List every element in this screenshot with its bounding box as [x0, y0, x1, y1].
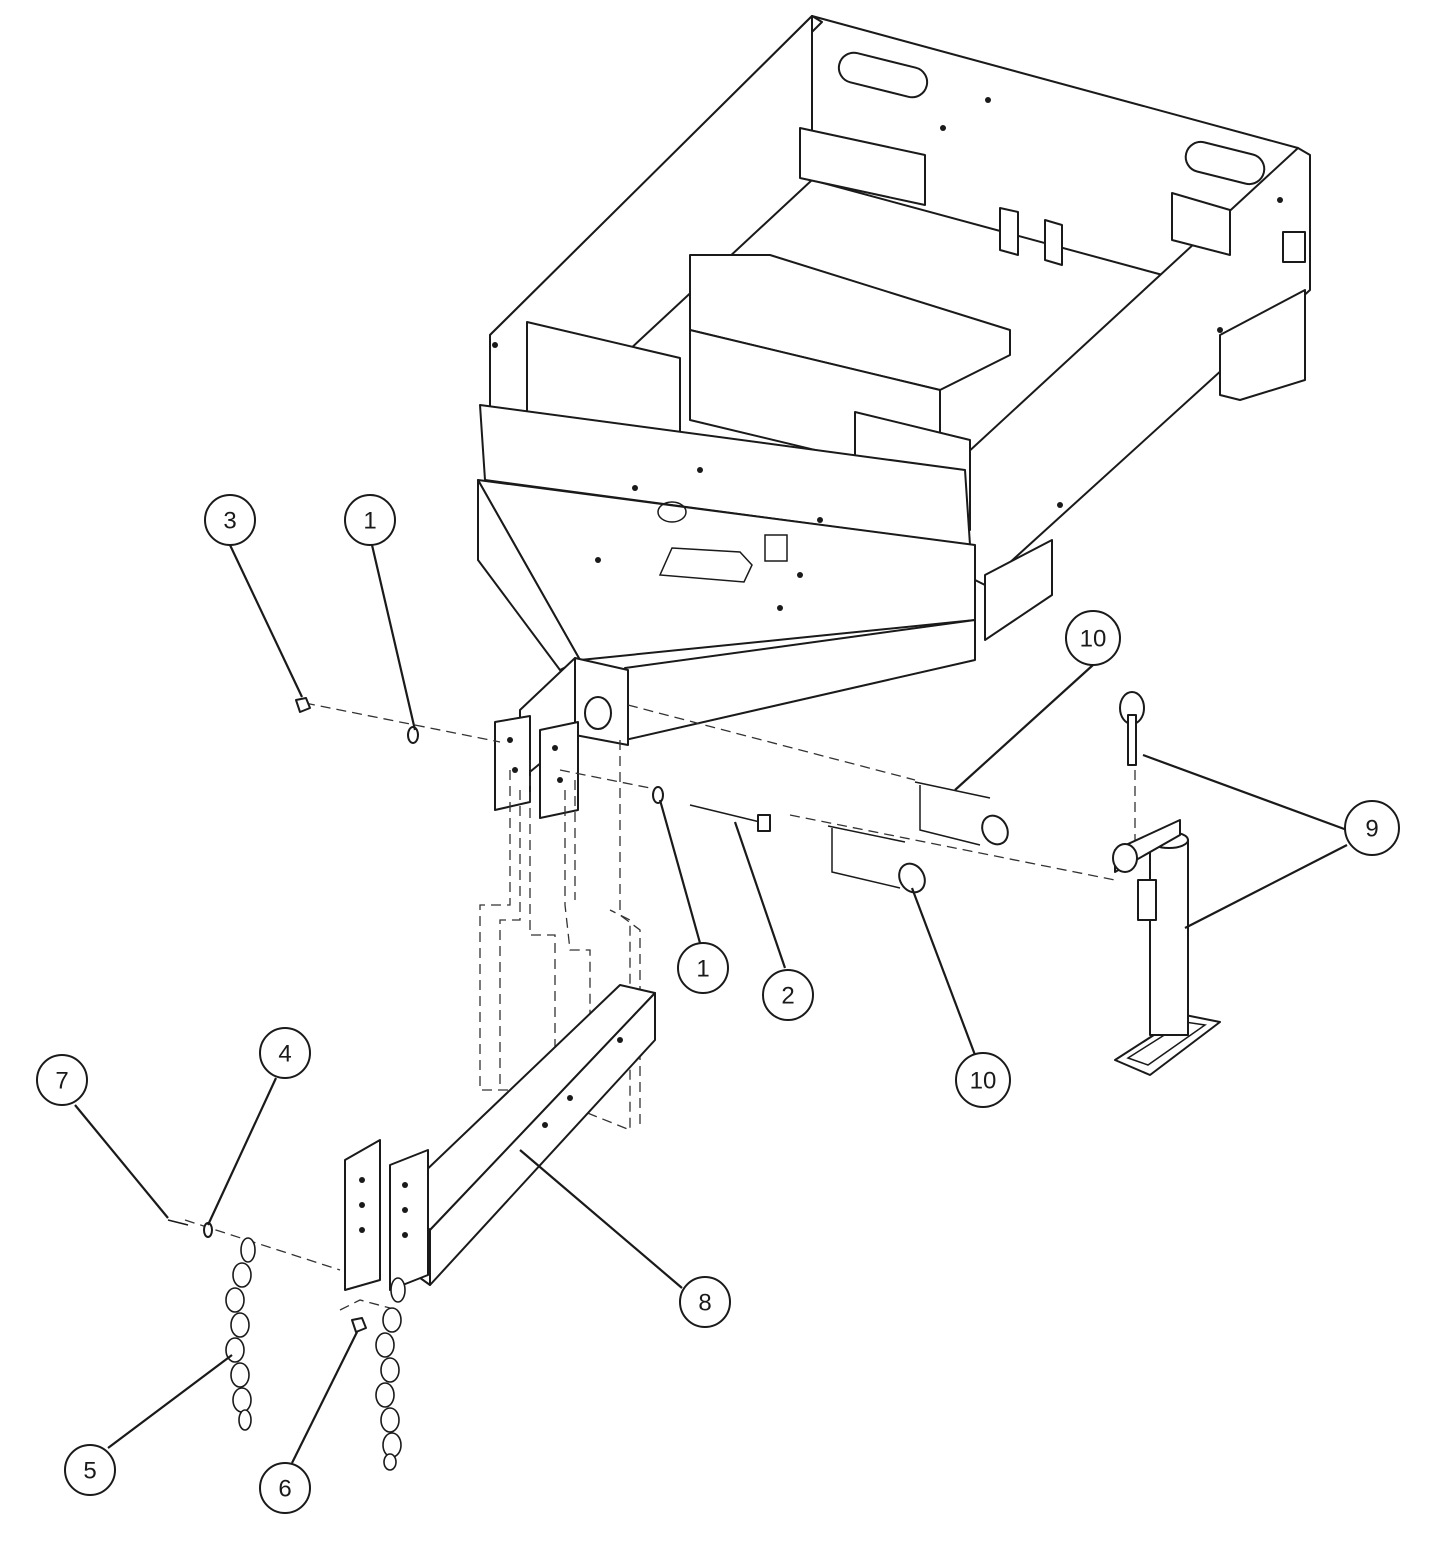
- extension-plate-left: [344, 1139, 381, 1291]
- callout-8: 8: [679, 1276, 731, 1328]
- leader-lines: [74, 544, 1348, 1464]
- callout-label: 10: [1080, 626, 1107, 653]
- tongue-left-arm: [477, 479, 581, 671]
- hex-bolt: [689, 804, 771, 832]
- jack-pin: [1127, 714, 1137, 766]
- washer-lower: [652, 786, 664, 804]
- right-rear-box: [1219, 289, 1306, 401]
- callout-9: 9: [1344, 800, 1400, 856]
- tongue-tab: [764, 534, 788, 562]
- callout-2: 2: [762, 969, 814, 1021]
- receiver-pin-hole: [584, 696, 612, 730]
- extension-plate-right: [389, 1149, 429, 1291]
- callout-10-top: 10: [1065, 610, 1121, 666]
- callout-4: 4: [259, 1027, 311, 1079]
- jack-bracket: [1137, 879, 1157, 921]
- nut-lower: [351, 1317, 367, 1333]
- handle-slot-left: [837, 51, 929, 99]
- callout-1-lower: 1: [677, 942, 729, 994]
- receiver-plate-left: [494, 715, 531, 811]
- callout-label: 3: [223, 508, 236, 535]
- tongue-hole: [657, 501, 687, 523]
- callout-3-top: 3: [204, 494, 256, 546]
- hitch-pin-upper: [914, 781, 1009, 846]
- callout-label: 6: [278, 1476, 291, 1503]
- mount-tab-2: [1044, 219, 1063, 266]
- callout-label: 4: [278, 1041, 291, 1068]
- callout-label: 9: [1365, 816, 1378, 843]
- side-rail-box: [984, 539, 1053, 641]
- mount-tab-1: [999, 207, 1019, 256]
- trailer-frame: [477, 15, 1311, 819]
- safety-chain-right: [375, 1277, 406, 1471]
- callout-label: 8: [698, 1290, 711, 1317]
- callout-label: 2: [781, 983, 794, 1010]
- callout-10-lower: 10: [955, 1052, 1011, 1108]
- tongue-extension: [344, 984, 656, 1291]
- callout-label: 1: [696, 956, 709, 983]
- callout-1-top: 1: [344, 494, 396, 546]
- trailer-jack: [1112, 691, 1221, 1076]
- chain-bolt: [167, 1219, 189, 1226]
- extension-side-face: [429, 992, 656, 1286]
- callout-label: 5: [83, 1458, 96, 1485]
- rear-right-tube: [1171, 192, 1231, 256]
- extension-top-face: [394, 984, 656, 1231]
- safety-chain-left: [225, 1237, 256, 1431]
- callout-label: 10: [970, 1068, 997, 1095]
- tongue-cutout: [658, 547, 753, 583]
- rear-tube: [799, 127, 926, 206]
- side-handle: [1282, 231, 1306, 263]
- callout-label: 1: [363, 508, 376, 535]
- callout-label: 7: [55, 1068, 68, 1095]
- receiver-plate-right: [539, 721, 579, 819]
- lock-washer: [203, 1222, 213, 1238]
- hitch-pin-lower: [827, 825, 926, 894]
- callout-5: 5: [64, 1444, 116, 1496]
- nut-upper: [295, 697, 311, 713]
- jack-tube: [1149, 839, 1189, 1036]
- handle-slot-right: [1184, 140, 1266, 186]
- callout-6: 6: [259, 1462, 311, 1514]
- callout-7: 7: [36, 1054, 88, 1106]
- washer-upper: [407, 726, 419, 744]
